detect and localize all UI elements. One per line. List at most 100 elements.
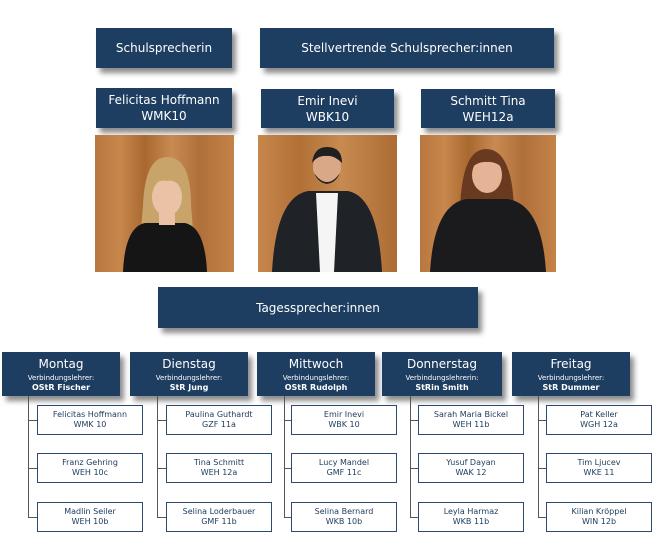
tree-line [538, 396, 539, 518]
speaker-class: WMK10 [141, 109, 187, 123]
student-class: WBK 10 [328, 420, 360, 429]
teacher-name: StR Jung [169, 382, 209, 392]
header-tagessprecher: Tagessprecher:innen [158, 287, 478, 328]
student-class: WKB 10b [325, 517, 363, 526]
tree-line [538, 468, 546, 469]
student-card: Leyla Harmaz WKB 11b [418, 502, 524, 532]
teacher-name: OStR Rudolph [284, 382, 348, 392]
speaker-box-1: Felicitas Hoffmann WMK10 [96, 88, 232, 128]
day-name: Freitag [550, 356, 592, 371]
student-card: Franz Gehring WEH 10c [37, 453, 143, 483]
student-class: GMF 11c [326, 468, 362, 477]
day-name: Montag [38, 356, 84, 371]
tree-line [157, 517, 166, 518]
student-class: WKB 11b [452, 517, 490, 526]
student-card: Felicitas Hoffmann WMK 10 [37, 405, 143, 435]
tree-line [538, 420, 546, 421]
student-name: Sarah Maria Bickel [433, 410, 509, 419]
photo-emir [258, 135, 397, 272]
student-card: Selina Loderbauer GMF 11b [166, 502, 272, 532]
speaker-name: Emir Inevi [297, 93, 358, 108]
student-name: Selina Loderbauer [182, 507, 256, 516]
student-name: Felicitas Hoffmann [52, 410, 128, 419]
student-card: Sarah Maria Bickel WEH 11b [418, 405, 524, 435]
student-card: Lucy Mandel GMF 11c [291, 453, 397, 483]
student-name: Leyla Harmaz [443, 507, 499, 516]
person-1-illustration [123, 157, 207, 272]
tree-line [284, 517, 291, 518]
student-name: Pat Keller [580, 410, 618, 419]
student-class: WEH 10c [71, 468, 109, 477]
person-3-illustration [430, 149, 546, 272]
student-card: Madlin Seiler WEH 10b [37, 502, 143, 532]
tree-line [538, 517, 546, 518]
tree-line [28, 468, 37, 469]
tree-line [157, 396, 158, 518]
student-card: Selina Bernard WKB 10b [291, 502, 397, 532]
student-class: WEH 12a [200, 468, 238, 477]
student-class: WMK 10 [73, 420, 107, 429]
student-name: Selina Bernard [314, 507, 374, 516]
speaker-class: WEH12a [462, 109, 514, 124]
student-class: WAK 12 [455, 468, 487, 477]
day-dienstag: Dienstag Verbindungslehrer: StR Jung [130, 352, 248, 396]
student-class: WEH 10b [71, 517, 109, 526]
photo-felicitas [95, 135, 234, 272]
student-name: Emir Inevi [323, 410, 365, 419]
tree-line [410, 420, 418, 421]
tree-line [284, 420, 291, 421]
header-tagessprecher-label: Tagessprecher:innen [256, 300, 380, 315]
student-name: Tim Ljucev [577, 458, 621, 467]
day-name: Dienstag [162, 356, 216, 371]
student-card: Yusuf Dayan WAK 12 [418, 453, 524, 483]
tree-line [410, 468, 418, 469]
tree-line [157, 468, 166, 469]
day-freitag: Freitag Verbindungslehrer: StR Dummer [512, 352, 630, 396]
speaker-box-2: Emir Inevi WBK10 [261, 89, 394, 128]
header-schulsprecherin-label: Schulsprecherin [115, 41, 213, 55]
tree-line [410, 517, 418, 518]
student-name: Yusuf Dayan [446, 458, 496, 467]
day-mittwoch: Mittwoch Verbindungslehrer: OStR Rudolph [257, 352, 375, 396]
day-donnerstag: Donnerstag Verbindungslehrerin: StRin Sm… [382, 352, 502, 396]
tree-line [410, 396, 411, 518]
teacher-name: OStR Fischer [31, 382, 91, 392]
tree-line [28, 396, 29, 518]
tree-line [28, 420, 37, 421]
student-card: Kilian Kröppel WIN 12b [546, 502, 652, 532]
header-stellvertretende-label: Stellvertrende Schulsprecher:innen [301, 41, 513, 55]
day-name: Mittwoch [288, 356, 344, 371]
speaker-class: WBK10 [305, 109, 350, 124]
tree-line [284, 468, 291, 469]
header-stellvertretende: Stellvertrende Schulsprecher:innen [260, 28, 554, 68]
student-class: GZF 11a [202, 420, 236, 429]
student-class: GMF 11b [201, 517, 237, 526]
teacher-name: StR Dummer [542, 382, 600, 392]
student-card: Tim Ljucev WKE 11 [546, 453, 652, 483]
student-class: WKE 11 [583, 468, 615, 477]
student-class: WGH 12a [580, 420, 618, 429]
teacher-name: StRin Smith [415, 382, 469, 392]
student-card: Emir Inevi WBK 10 [291, 405, 397, 435]
teacher-role: Verbindungslehrer: [27, 373, 95, 382]
speaker-name: Felicitas Hoffmann [108, 93, 220, 107]
teacher-role: Verbindungslehrer: [155, 373, 223, 382]
teacher-role: Verbindungslehrerin: [405, 373, 479, 382]
day-montag: Montag Verbindungslehrer: OStR Fischer [2, 352, 120, 396]
student-name: Tina Schmitt [193, 458, 245, 467]
student-card: Pat Keller WGH 12a [546, 405, 652, 435]
student-name: Paulina Guthardt [185, 410, 253, 419]
tree-line [284, 396, 285, 518]
student-card: Tina Schmitt WEH 12a [166, 453, 272, 483]
student-name: Kilian Kröppel [571, 507, 627, 516]
student-name: Lucy Mandel [318, 458, 370, 467]
tree-line [157, 420, 166, 421]
header-schulsprecherin: Schulsprecherin [96, 28, 232, 68]
student-class: WEH 11b [452, 420, 490, 429]
student-card: Paulina Guthardt GZF 11a [166, 405, 272, 435]
speaker-box-3: Schmitt Tina WEH12a [421, 89, 555, 128]
student-class: WIN 12b [581, 517, 617, 526]
teacher-role: Verbindungslehrer: [537, 373, 605, 382]
student-name: Franz Gehring [62, 458, 118, 467]
teacher-role: Verbindungslehrer: [282, 373, 350, 382]
